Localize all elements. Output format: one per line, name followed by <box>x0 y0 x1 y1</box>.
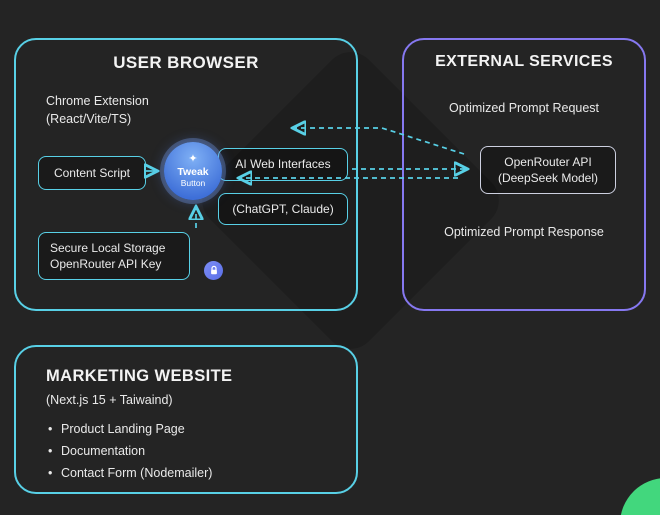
openrouter-api-line2: (DeepSeek Model) <box>497 171 599 185</box>
tweak-button-line1: Tweak <box>177 166 209 178</box>
openrouter-api-line1: OpenRouter API <box>504 155 592 169</box>
ai-web-interfaces-label: AI Web Interfaces <box>235 157 331 171</box>
external-services-title: EXTERNAL SERVICES <box>435 53 613 70</box>
user-browser-title: USER BROWSER <box>113 53 259 72</box>
lock-glyph <box>210 265 217 275</box>
list-item-label: Product Landing Page <box>61 422 185 436</box>
marketing-feature-list: Product Landing Page Documentation Conta… <box>46 418 212 484</box>
chat-providers-label: (ChatGPT, Claude) <box>232 201 334 216</box>
marketing-website-group: MARKETING WEBSITE (Next.js 15 + Taiwaind… <box>14 345 358 494</box>
chrome-extension-line2: (React/Vite/TS) <box>46 112 132 126</box>
secure-storage-node: Secure Local Storage OpenRouter API Key <box>38 232 190 280</box>
content-script-label: Content Script <box>53 165 131 180</box>
storage-line2: OpenRouter API Key <box>50 257 162 271</box>
chat-providers-node: (ChatGPT, Claude) <box>218 193 348 225</box>
sparkle-icon: ✦ <box>188 153 198 165</box>
list-item: Contact Form (Nodemailer) <box>46 462 212 484</box>
tweak-button: ✦ Tweak Button <box>164 142 222 200</box>
lock-icon <box>204 261 223 280</box>
ai-web-interfaces-node: AI Web Interfaces <box>218 148 348 181</box>
marketing-website-title: MARKETING WEBSITE <box>46 367 233 385</box>
list-item: Documentation <box>46 440 212 462</box>
tweak-button-line2: Button <box>180 178 206 188</box>
content-script-node: Content Script <box>38 156 146 190</box>
list-item-label: Documentation <box>61 444 146 458</box>
list-item-label: Contact Form (Nodemailer) <box>61 466 213 480</box>
storage-line1: Secure Local Storage <box>50 241 166 255</box>
optimized-prompt-request-label: Optimized Prompt Request <box>448 101 600 115</box>
external-services-group: EXTERNAL SERVICES Optimized Prompt Reque… <box>402 38 646 311</box>
chrome-extension-line1: Chrome Extension <box>46 94 149 108</box>
chrome-extension-label: Chrome Extension (React/Vite/TS) <box>46 92 149 128</box>
optimized-prompt-response-label: Optimized Prompt Response <box>444 225 604 239</box>
list-item: Product Landing Page <box>46 418 212 440</box>
marketing-website-subtitle: (Next.js 15 + Taiwaind) <box>46 393 173 407</box>
openrouter-api-node: OpenRouter API (DeepSeek Model) <box>480 146 616 194</box>
user-browser-group: USER BROWSER Chrome Extension (React/Vit… <box>14 38 358 311</box>
green-corner-circle <box>620 478 660 515</box>
